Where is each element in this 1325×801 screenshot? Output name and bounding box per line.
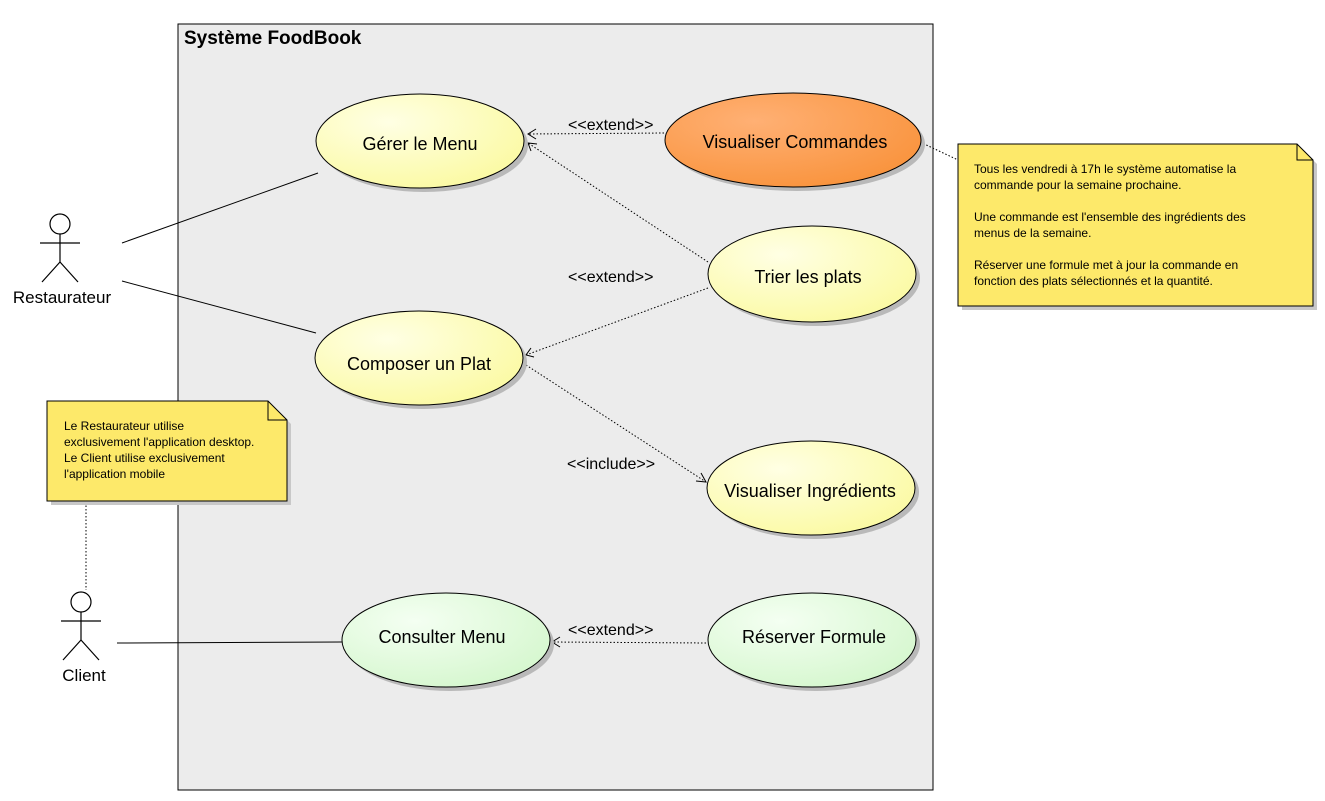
use-case-label: Visualiser Commandes <box>703 132 888 152</box>
use-case-label: Consulter Menu <box>378 627 505 647</box>
use-case-gerer-menu[interactable]: Gérer le Menu <box>315 93 528 192</box>
use-case-label: Visualiser Ingrédients <box>724 481 896 501</box>
use-case-reserver-formule[interactable]: Réserver Formule <box>707 592 920 691</box>
use-case-label: Composer un Plat <box>347 354 491 374</box>
stick-figure-icon <box>61 591 101 661</box>
stereotype-extend-formule: <<extend>> <box>568 622 653 639</box>
extend-visualiser-commandes-to-gerer-menu[interactable] <box>527 128 665 140</box>
actor-client[interactable]: Client <box>61 591 106 685</box>
stick-figure-icon <box>40 213 80 283</box>
note-line: Le Restaurateur utilise <box>64 419 184 433</box>
note-line: exclusivement l'application desktop. <box>64 435 254 449</box>
use-case-consulter-menu[interactable]: Consulter Menu <box>341 592 554 691</box>
association-restaurateur-gerer-menu[interactable] <box>121 172 319 244</box>
note-line: Une commande est l'ensemble des ingrédie… <box>974 210 1246 224</box>
use-case-label: Gérer le Menu <box>362 134 477 154</box>
note-line: l'application mobile <box>64 467 165 481</box>
actor-label: Client <box>62 666 106 685</box>
extend-trier-plats-to-composer-plat[interactable] <box>525 287 709 358</box>
use-case-label: Réserver Formule <box>742 627 886 647</box>
note-line: Réserver une formule met à jour la comma… <box>974 258 1238 272</box>
note-line: fonction des plats sélectionnés et la qu… <box>974 274 1213 288</box>
note-commande[interactable]: Tous les vendredi à 17h le système autom… <box>957 143 1317 310</box>
association-client-consulter-menu[interactable] <box>116 641 343 644</box>
stereotype-labels: <<extend>> <<extend>> <<include>> <<exte… <box>567 117 655 639</box>
stereotype-extend-trier: <<extend>> <box>568 269 653 286</box>
use-case-label: Trier les plats <box>754 267 861 287</box>
note-line: Tous les vendredi à 17h le système autom… <box>974 162 1236 176</box>
extend-trier-plats-to-gerer-menu[interactable] <box>527 142 709 263</box>
stereotype-include-ingredients: <<include>> <box>567 456 655 473</box>
include-composer-plat-to-visualiser-ingredients[interactable] <box>525 364 707 483</box>
use-case-composer-plat[interactable]: Composer un Plat <box>314 310 527 409</box>
note-line: menus de la semaine. <box>974 226 1091 240</box>
stereotype-extend-commandes: <<extend>> <box>568 117 653 134</box>
use-case-trier-plats[interactable]: Trier les plats <box>707 225 920 326</box>
system-title: Système FoodBook <box>184 28 362 49</box>
association-restaurateur-composer-plat[interactable] <box>121 280 317 334</box>
note-application[interactable]: Le Restaurateur utilise exclusivement l'… <box>46 400 291 505</box>
note-line: commande pour la semaine prochaine. <box>974 178 1181 192</box>
associations <box>116 172 343 644</box>
use-case-visualiser-commandes[interactable]: Visualiser Commandes <box>664 92 925 191</box>
use-case-visualiser-ingredients[interactable]: Visualiser Ingrédients <box>706 440 919 539</box>
dependencies <box>85 128 959 648</box>
actor-restaurateur[interactable]: Restaurateur <box>13 213 112 307</box>
actor-label: Restaurateur <box>13 288 112 307</box>
note-anchor-commande <box>919 141 959 161</box>
note-line: Le Client utilise exclusivement <box>64 451 225 465</box>
